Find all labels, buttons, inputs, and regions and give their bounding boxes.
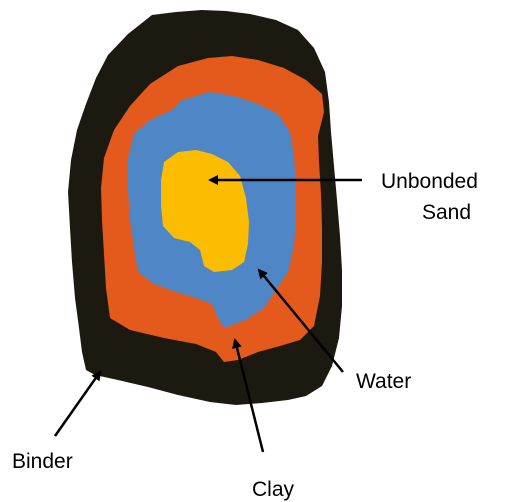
unbonded-sand-label-line2: Sand: [422, 201, 471, 224]
binder-label: Binder: [12, 450, 73, 473]
clay-label: Clay: [252, 478, 295, 501]
water-label: Water: [356, 370, 411, 393]
binder-arrow: [55, 372, 100, 436]
unbonded-sand-label-line1: Unbonded: [381, 170, 478, 193]
